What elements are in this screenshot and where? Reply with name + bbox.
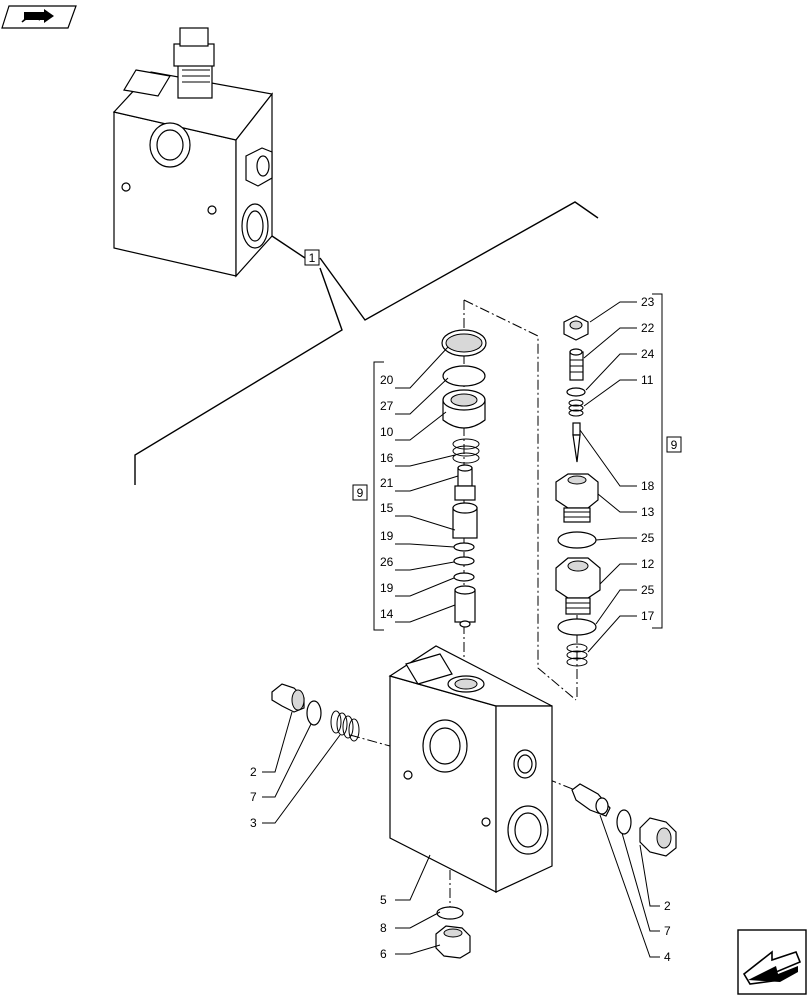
bottom-valve-block — [388, 645, 553, 893]
svg-text:13: 13 — [641, 505, 655, 519]
callout-2-left: 2 — [250, 711, 293, 779]
svg-text:10: 10 — [380, 425, 394, 439]
svg-text:22: 22 — [641, 321, 655, 335]
callout-12: 12 — [599, 557, 655, 585]
svg-text:9: 9 — [357, 486, 364, 500]
svg-text:7: 7 — [250, 790, 257, 804]
callout-27: 27 — [380, 377, 449, 415]
svg-text:2: 2 — [664, 899, 671, 913]
svg-text:24: 24 — [641, 347, 655, 361]
svg-text:20: 20 — [380, 373, 394, 387]
item-1-label: 1 — [304, 249, 320, 266]
callout-13: 13 — [597, 493, 655, 519]
callout-21: 21 — [380, 475, 459, 492]
callout-10: 10 — [380, 411, 447, 441]
svg-text:14: 14 — [380, 607, 394, 621]
callout-17: 17 — [587, 609, 655, 653]
callout-6: 6 — [380, 944, 441, 961]
svg-text:25: 25 — [641, 583, 655, 597]
callout-24: 24 — [585, 347, 655, 391]
kit-9-left-label: 9 — [352, 484, 368, 501]
callout-4: 4 — [599, 814, 671, 964]
svg-text:19: 19 — [380, 581, 394, 595]
kit-9-right-label: 9 — [666, 436, 682, 453]
callout-11: 11 — [583, 373, 654, 407]
callout-2-right: 2 — [639, 844, 671, 913]
callout-20: 20 — [380, 346, 449, 389]
callout-25a: 25 — [595, 531, 655, 545]
lower-left-callouts: 2 7 3 — [250, 711, 341, 830]
svg-text:4: 4 — [664, 950, 671, 964]
callout-3: 3 — [250, 734, 341, 830]
left-kit-parts — [441, 329, 487, 628]
svg-text:27: 27 — [380, 399, 394, 413]
callout-16: 16 — [380, 451, 456, 467]
callout-25b: 25 — [595, 583, 655, 625]
svg-text:19: 19 — [380, 529, 394, 543]
svg-text:5: 5 — [380, 893, 387, 907]
svg-text:8: 8 — [380, 921, 387, 935]
bottom-callouts: 5 8 6 — [380, 854, 441, 961]
lower-right-fittings — [571, 783, 677, 857]
svg-text:6: 6 — [380, 947, 387, 961]
lower-left-fittings — [271, 683, 360, 742]
callout-15: 15 — [380, 501, 456, 531]
book-arrow-icon[interactable] — [1, 5, 77, 29]
callout-22: 22 — [583, 321, 655, 359]
svg-text:17: 17 — [641, 609, 655, 623]
callout-19a: 19 — [380, 529, 455, 548]
right-callouts: 23 22 24 11 18 13 25 12 25 17 — [579, 295, 655, 653]
next-page-arrow-icon[interactable] — [737, 929, 807, 995]
callout-8: 8 — [380, 911, 441, 935]
callout-18: 18 — [579, 429, 655, 493]
svg-text:23: 23 — [641, 295, 655, 309]
left-callouts: 20 27 10 16 21 15 19 26 19 14 — [380, 346, 459, 623]
svg-text:7: 7 — [664, 924, 671, 938]
svg-text:16: 16 — [380, 451, 394, 465]
svg-text:18: 18 — [641, 479, 655, 493]
callout-19b: 19 — [380, 577, 455, 597]
svg-text:26: 26 — [380, 555, 394, 569]
callout-23: 23 — [589, 295, 655, 323]
svg-text:12: 12 — [641, 557, 655, 571]
svg-text:25: 25 — [641, 531, 655, 545]
callout-7-right: 7 — [621, 832, 671, 938]
callout-26: 26 — [380, 555, 455, 571]
bottom-fittings — [435, 906, 471, 959]
svg-text:3: 3 — [250, 816, 257, 830]
right-kit-parts — [555, 315, 601, 667]
callout-7-left: 7 — [250, 723, 312, 804]
callout-14: 14 — [380, 604, 456, 623]
svg-text:15: 15 — [380, 501, 394, 515]
callout-5: 5 — [380, 854, 431, 907]
svg-text:11: 11 — [641, 373, 654, 387]
svg-text:1: 1 — [309, 251, 316, 265]
svg-text:21: 21 — [380, 476, 394, 490]
assembled-valve-block — [112, 27, 274, 278]
lower-right-callouts: 2 7 4 — [599, 814, 671, 964]
svg-text:9: 9 — [671, 438, 678, 452]
svg-text:2: 2 — [250, 765, 257, 779]
